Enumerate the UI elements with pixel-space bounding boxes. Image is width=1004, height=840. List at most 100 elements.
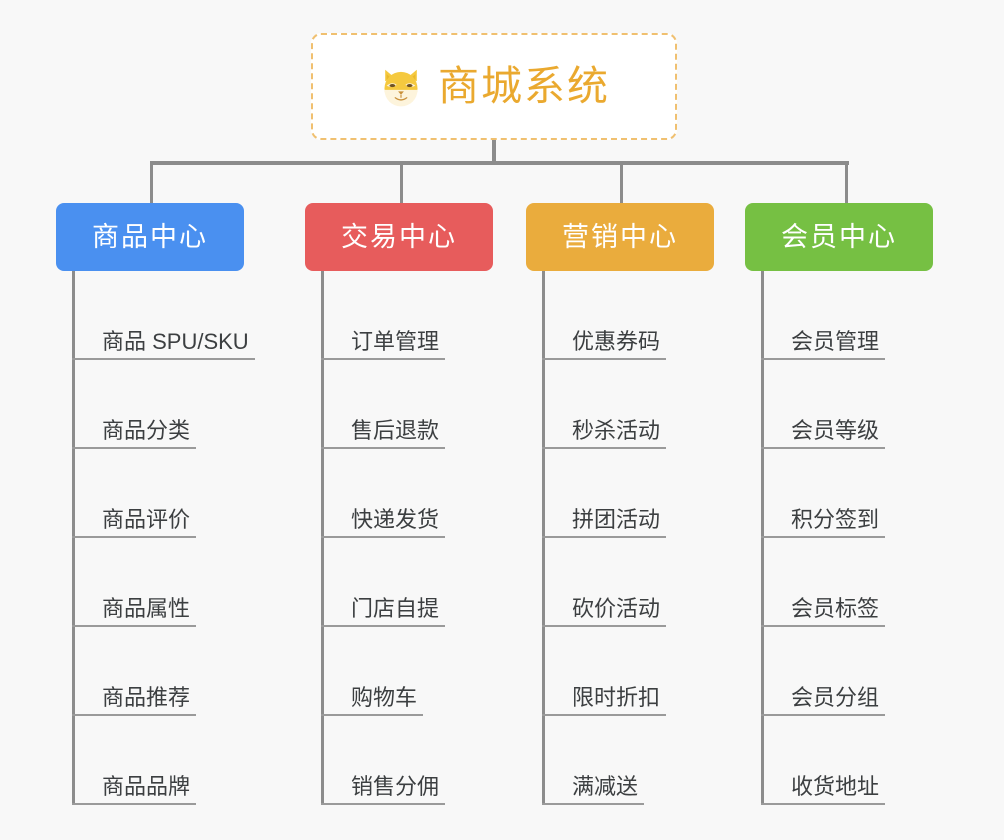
leaf-label: 优惠券码 xyxy=(572,328,661,354)
leaf-underline xyxy=(542,803,644,805)
category-box-trade-center[interactable]: 交易中心 xyxy=(305,203,493,271)
leaf-underline xyxy=(321,714,423,716)
leaf-underline xyxy=(321,447,445,449)
leaf-label: 砍价活动 xyxy=(572,595,661,621)
leaf-underline xyxy=(72,447,196,449)
leaf-label: 秒杀活动 xyxy=(572,417,661,443)
leaf-label: 收货地址 xyxy=(791,773,880,799)
leaf-item[interactable]: 订单管理 xyxy=(321,271,493,360)
leaf-underline xyxy=(761,536,885,538)
leaf-item[interactable]: 门店自提 xyxy=(321,538,493,627)
leaf-item[interactable]: 会员等级 xyxy=(761,360,933,449)
leaf-item[interactable]: 满减送 xyxy=(542,716,714,805)
leaf-label: 商品分类 xyxy=(102,417,191,443)
connector-drop-member-center xyxy=(845,161,848,203)
leaf-item[interactable]: 商品品牌 xyxy=(72,716,244,805)
leaf-label: 积分签到 xyxy=(791,506,880,532)
leaf-label: 满减送 xyxy=(572,773,639,799)
leaf-label: 会员标签 xyxy=(791,595,880,621)
connector-drop-product-center xyxy=(150,161,153,203)
leaf-label: 快递发货 xyxy=(351,506,440,532)
column-spine-trade-center xyxy=(321,271,324,805)
leaf-item[interactable]: 限时折扣 xyxy=(542,627,714,716)
category-box-product-center[interactable]: 商品中心 xyxy=(56,203,244,271)
connector-root-stem xyxy=(492,140,496,163)
leaf-underline xyxy=(761,625,885,627)
leaf-item[interactable]: 销售分佣 xyxy=(321,716,493,805)
category-label-marketing-center: 营销中心 xyxy=(562,221,678,252)
branch-column-product-center: 商品中心 商品 SPU/SKU 商品分类 商品评价 商品属性 商品推荐 xyxy=(56,203,255,805)
category-label-product-center: 商品中心 xyxy=(92,221,208,252)
leaf-item[interactable]: 会员管理 xyxy=(761,271,933,360)
leaf-item[interactable]: 会员分组 xyxy=(761,627,933,716)
leaf-list-trade-center: 订单管理 售后退款 快递发货 门店自提 购物车 销售分佣 xyxy=(321,271,493,805)
leaf-underline xyxy=(72,803,196,805)
leaf-underline xyxy=(72,714,196,716)
leaf-list-member-center: 会员管理 会员等级 积分签到 会员标签 会员分组 收货地址 xyxy=(761,271,933,805)
leaf-item[interactable]: 商品推荐 xyxy=(72,627,244,716)
leaf-label: 限时折扣 xyxy=(572,684,661,710)
leaf-underline xyxy=(321,803,445,805)
leaf-label: 商品评价 xyxy=(102,506,191,532)
root-node-mall-system[interactable]: 商城系统 xyxy=(311,33,677,140)
column-spine-marketing-center xyxy=(542,271,545,805)
leaf-item[interactable]: 优惠券码 xyxy=(542,271,714,360)
leaf-item[interactable]: 砍价活动 xyxy=(542,538,714,627)
connector-horizontal-bus xyxy=(150,161,849,165)
connector-drop-marketing-center xyxy=(620,161,623,203)
leaf-list-product-center: 商品 SPU/SKU 商品分类 商品评价 商品属性 商品推荐 商品品牌 xyxy=(72,271,255,805)
leaf-label: 订单管理 xyxy=(351,328,440,354)
category-box-member-center[interactable]: 会员中心 xyxy=(745,203,933,271)
category-label-member-center: 会员中心 xyxy=(781,221,897,252)
branch-column-member-center: 会员中心 会员管理 会员等级 积分签到 会员标签 会员分组 xyxy=(745,203,933,805)
leaf-item[interactable]: 商品属性 xyxy=(72,538,244,627)
leaf-item[interactable]: 会员标签 xyxy=(761,538,933,627)
leaf-label: 售后退款 xyxy=(351,417,440,443)
leaf-underline xyxy=(761,714,885,716)
leaf-underline xyxy=(542,358,666,360)
leaf-item[interactable]: 售后退款 xyxy=(321,360,493,449)
leaf-label: 会员分组 xyxy=(791,684,880,710)
leaf-item[interactable]: 拼团活动 xyxy=(542,449,714,538)
leaf-label: 销售分佣 xyxy=(351,773,440,799)
leaf-underline xyxy=(542,447,666,449)
branch-column-trade-center: 交易中心 订单管理 售后退款 快递发货 门店自提 购物车 xyxy=(305,203,493,805)
column-spine-product-center xyxy=(72,271,75,805)
leaf-item[interactable]: 秒杀活动 xyxy=(542,360,714,449)
leaf-item[interactable]: 收货地址 xyxy=(761,716,933,805)
leaf-item[interactable]: 商品评价 xyxy=(72,449,244,538)
leaf-label: 会员等级 xyxy=(791,417,880,443)
leaf-item[interactable]: 商品 SPU/SKU xyxy=(72,271,255,360)
leaf-underline xyxy=(761,447,885,449)
leaf-label: 商品 SPU/SKU xyxy=(102,328,249,354)
leaf-label: 拼团活动 xyxy=(572,506,661,532)
leaf-underline xyxy=(72,625,196,627)
leaf-underline xyxy=(761,803,885,805)
leaf-underline xyxy=(321,358,445,360)
column-spine-member-center xyxy=(761,271,764,805)
leaf-label: 会员管理 xyxy=(791,328,880,354)
leaf-list-marketing-center: 优惠券码 秒杀活动 拼团活动 砍价活动 限时折扣 满减送 xyxy=(542,271,714,805)
leaf-item[interactable]: 商品分类 xyxy=(72,360,244,449)
leaf-label: 商品属性 xyxy=(102,595,191,621)
leaf-underline xyxy=(72,536,196,538)
category-box-marketing-center[interactable]: 营销中心 xyxy=(526,203,714,271)
connector-drop-trade-center xyxy=(400,161,403,203)
leaf-underline xyxy=(321,536,445,538)
leaf-label: 商品品牌 xyxy=(102,773,191,799)
leaf-underline xyxy=(542,714,666,716)
shiba-dog-face-icon xyxy=(384,69,418,106)
leaf-underline xyxy=(542,625,666,627)
leaf-label: 门店自提 xyxy=(351,595,440,621)
leaf-label: 购物车 xyxy=(351,684,418,710)
leaf-underline xyxy=(321,625,445,627)
root-node-title: 商城系统 xyxy=(438,63,610,109)
leaf-item[interactable]: 积分签到 xyxy=(761,449,933,538)
leaf-item[interactable]: 快递发货 xyxy=(321,449,493,538)
leaf-underline xyxy=(542,536,666,538)
branch-column-marketing-center: 营销中心 优惠券码 秒杀活动 拼团活动 砍价活动 限时折扣 xyxy=(526,203,714,805)
leaf-item[interactable]: 购物车 xyxy=(321,627,493,716)
leaf-underline xyxy=(72,358,255,360)
leaf-label: 商品推荐 xyxy=(102,684,191,710)
